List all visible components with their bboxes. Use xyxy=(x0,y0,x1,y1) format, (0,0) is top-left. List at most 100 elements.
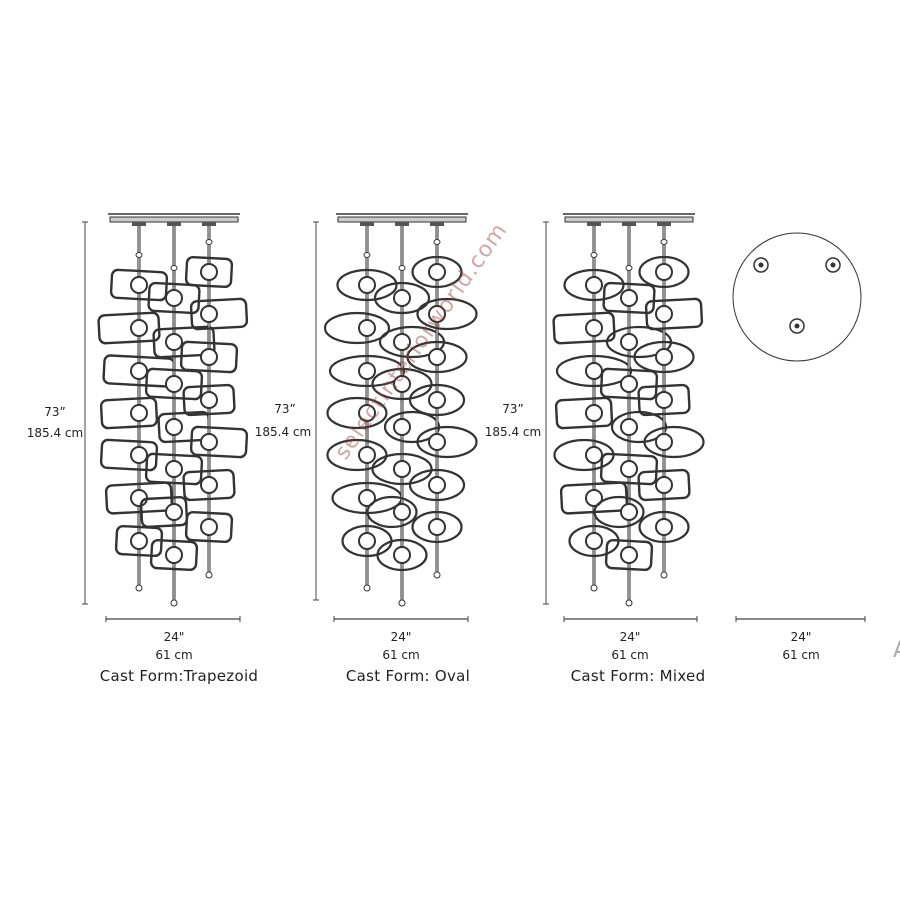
oval-cast-form xyxy=(411,510,463,544)
rod-joint xyxy=(433,239,441,245)
rod-end-cap xyxy=(625,599,633,607)
trapezoid-cast-form xyxy=(184,510,234,544)
light-globe xyxy=(655,518,673,536)
trapezoid-cast-form xyxy=(182,468,236,502)
cutoff-text: A xyxy=(893,638,900,663)
oval-cast-form xyxy=(366,495,418,529)
width-cm-label: 61 cm xyxy=(611,648,649,662)
light-globe xyxy=(165,289,183,307)
trapezoid-cast-form xyxy=(104,481,174,515)
trapezoid-cast-form xyxy=(637,468,691,502)
light-globe xyxy=(393,289,411,307)
light-globe xyxy=(585,276,603,294)
height-inches-label: 73” xyxy=(502,402,524,416)
light-globe xyxy=(130,319,148,337)
light-globe xyxy=(130,446,148,464)
height-cm-label: 185.4 cm xyxy=(254,425,312,439)
light-globe xyxy=(165,546,183,564)
light-globe xyxy=(655,433,673,451)
width-cm-label: 61 cm xyxy=(382,648,420,662)
light-globe xyxy=(393,546,411,564)
trapezoid-cast-form xyxy=(179,340,239,374)
rod-mount xyxy=(132,222,146,226)
canopy-plate xyxy=(109,216,239,223)
light-globe xyxy=(585,319,603,337)
light-globe xyxy=(200,476,218,494)
light-globe xyxy=(585,446,603,464)
width-cm-label: 61 cm xyxy=(155,648,193,662)
mount-point-dot xyxy=(830,262,836,268)
rod-end-cap xyxy=(398,599,406,607)
light-globe xyxy=(620,418,638,436)
trapezoid-cast-form xyxy=(184,255,234,289)
light-globe xyxy=(358,319,376,337)
height-inches-label: 73” xyxy=(44,405,66,419)
rod-end-cap xyxy=(170,599,178,607)
light-globe xyxy=(585,532,603,550)
canopy-plate xyxy=(564,216,694,223)
oval-cast-form xyxy=(323,311,391,345)
rod-mount xyxy=(587,222,601,226)
light-globe xyxy=(428,476,446,494)
light-globe xyxy=(165,460,183,478)
light-globe xyxy=(165,333,183,351)
rod-mount xyxy=(657,222,671,226)
light-globe xyxy=(620,460,638,478)
oval-cast-form xyxy=(416,297,478,331)
oval-cast-form xyxy=(593,495,645,529)
rod-end-cap xyxy=(590,584,598,592)
rod-mount xyxy=(622,222,636,226)
light-globe xyxy=(393,460,411,478)
oval-cast-form xyxy=(373,281,431,315)
trapezoid-cast-form xyxy=(139,495,189,529)
trapezoid-cast-form xyxy=(152,325,216,359)
canopy-plate xyxy=(337,216,467,223)
light-globe xyxy=(428,263,446,281)
oval-cast-form xyxy=(408,383,466,417)
rod-end-cap xyxy=(660,571,668,579)
caption-trapezoid: Cast Form:Trapezoid xyxy=(99,667,259,685)
oval-cast-form xyxy=(328,354,406,388)
light-globe xyxy=(200,433,218,451)
trapezoid-cast-form xyxy=(99,396,159,430)
light-globe xyxy=(130,532,148,550)
trapezoid-cast-form xyxy=(109,268,169,302)
light-globe xyxy=(655,476,673,494)
light-globe xyxy=(585,489,603,507)
light-globe xyxy=(130,489,148,507)
rod-mount xyxy=(167,222,181,226)
height-cm-label: 185.4 cm xyxy=(484,425,542,439)
light-globe xyxy=(165,418,183,436)
light-globe xyxy=(428,433,446,451)
mount-point-dot xyxy=(758,262,764,268)
light-globe xyxy=(358,404,376,422)
canopy-width-inches-label: 24" xyxy=(790,630,812,644)
light-globe xyxy=(620,375,638,393)
light-globe xyxy=(428,305,446,323)
light-globe xyxy=(130,362,148,380)
rod-end-cap xyxy=(205,571,213,579)
light-globe xyxy=(655,305,673,323)
rod-joint xyxy=(660,239,668,245)
trapezoid-cast-form xyxy=(644,297,704,331)
width-inches-label: 24" xyxy=(619,630,641,644)
trapezoid-cast-form xyxy=(189,425,249,459)
light-globe xyxy=(620,333,638,351)
light-globe xyxy=(200,391,218,409)
oval-cast-form xyxy=(411,255,463,289)
width-inches-label: 24" xyxy=(390,630,412,644)
light-globe xyxy=(620,546,638,564)
light-globe xyxy=(428,391,446,409)
light-globe xyxy=(200,518,218,536)
rod-end-cap xyxy=(433,571,441,579)
trapezoid-cast-form xyxy=(602,281,656,315)
trapezoid-cast-form xyxy=(637,383,691,417)
light-globe xyxy=(585,404,603,422)
light-globe xyxy=(428,518,446,536)
oval-cast-form xyxy=(408,468,466,502)
rod-mount xyxy=(360,222,374,226)
oval-cast-form xyxy=(326,396,388,430)
trapezoid-cast-form xyxy=(552,311,616,345)
canopy-top-view xyxy=(732,232,862,362)
